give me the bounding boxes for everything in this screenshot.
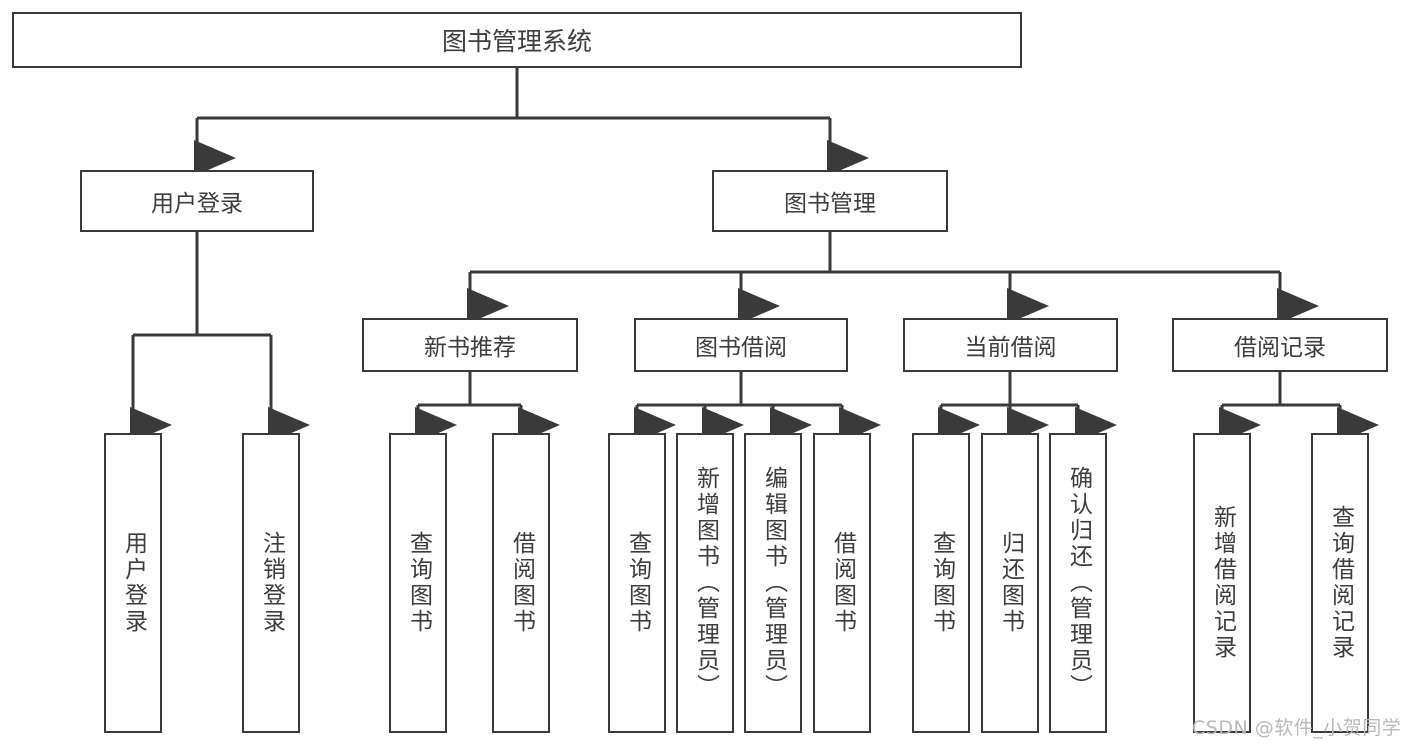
node-book-management[interactable]: 图书管理 [712,170,948,232]
node-label: 注销登录 [258,531,285,635]
node-label: 用户登录 [120,531,147,635]
leaf-borrow-book-recommend[interactable]: 借阅图书 [492,433,550,733]
node-label: 编辑图书（管理员） [760,466,787,700]
node-label: 图书管理 [784,191,876,217]
leaf-add-book-admin[interactable]: 新增图书（管理员） [676,433,734,733]
node-label: 查询借阅记录 [1327,505,1354,661]
node-label: 查询图书 [928,531,955,635]
leaf-user-login[interactable]: 用户登录 [104,433,162,733]
leaf-query-borrow-record[interactable]: 查询借阅记录 [1311,433,1369,733]
node-book-borrow[interactable]: 图书借阅 [634,318,848,372]
node-label: 归还图书 [997,531,1024,635]
leaf-user-logout[interactable]: 注销登录 [242,433,300,733]
node-label: 借阅图书 [829,531,856,635]
node-label: 用户登录 [151,191,243,217]
node-label: 确认归还（管理员） [1065,466,1092,700]
node-label: 查询图书 [624,531,651,635]
node-label: 新增借阅记录 [1209,505,1236,661]
leaf-return-book[interactable]: 归还图书 [981,433,1039,733]
node-label: 借阅记录 [1234,335,1326,361]
leaf-query-book-borrow[interactable]: 查询图书 [608,433,666,733]
csdn-watermark: CSDN @软件_小贺同学 [1192,717,1402,739]
leaf-query-book-current[interactable]: 查询图书 [912,433,970,733]
node-label: 查询图书 [405,531,432,635]
node-borrow-records[interactable]: 借阅记录 [1172,318,1388,372]
node-label: 新增图书（管理员） [692,466,719,700]
node-root-system[interactable]: 图书管理系统 [12,12,1022,68]
leaf-add-borrow-record[interactable]: 新增借阅记录 [1193,433,1251,733]
node-new-book-recommend[interactable]: 新书推荐 [362,318,578,372]
node-current-borrow[interactable]: 当前借阅 [903,318,1118,372]
leaf-query-book-recommend[interactable]: 查询图书 [389,433,447,733]
node-label: 新书推荐 [424,335,516,361]
node-label: 图书管理系统 [441,27,592,56]
leaf-borrow-book[interactable]: 借阅图书 [813,433,871,733]
node-user-login[interactable]: 用户登录 [80,170,314,232]
leaf-edit-book-admin[interactable]: 编辑图书（管理员） [744,433,802,733]
node-label: 图书借阅 [695,335,787,361]
leaf-confirm-return-admin[interactable]: 确认归还（管理员） [1049,433,1107,733]
node-label: 借阅图书 [508,531,535,635]
node-label: 当前借阅 [964,335,1057,361]
